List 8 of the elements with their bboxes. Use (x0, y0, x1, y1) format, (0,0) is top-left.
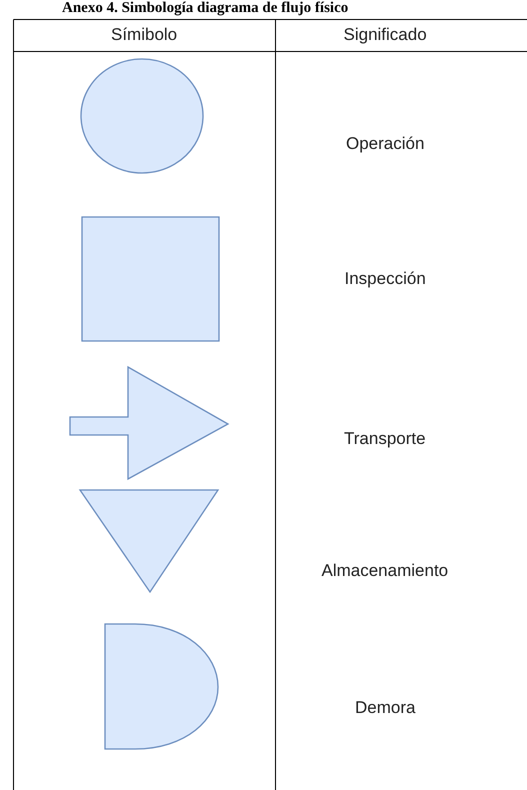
meaning-text: Operación (346, 134, 424, 154)
title: Anexo 4. Simbología diagrama de flujo físico (62, 0, 348, 17)
meaning-text: Transporte (344, 429, 426, 449)
column-header: Símibolo (111, 25, 178, 45)
meaning-text: Demora (355, 698, 416, 718)
column-header: Significado (344, 25, 427, 45)
meaning-text: Almacenamiento (322, 561, 448, 581)
meaning-text: Inspección (344, 269, 426, 289)
